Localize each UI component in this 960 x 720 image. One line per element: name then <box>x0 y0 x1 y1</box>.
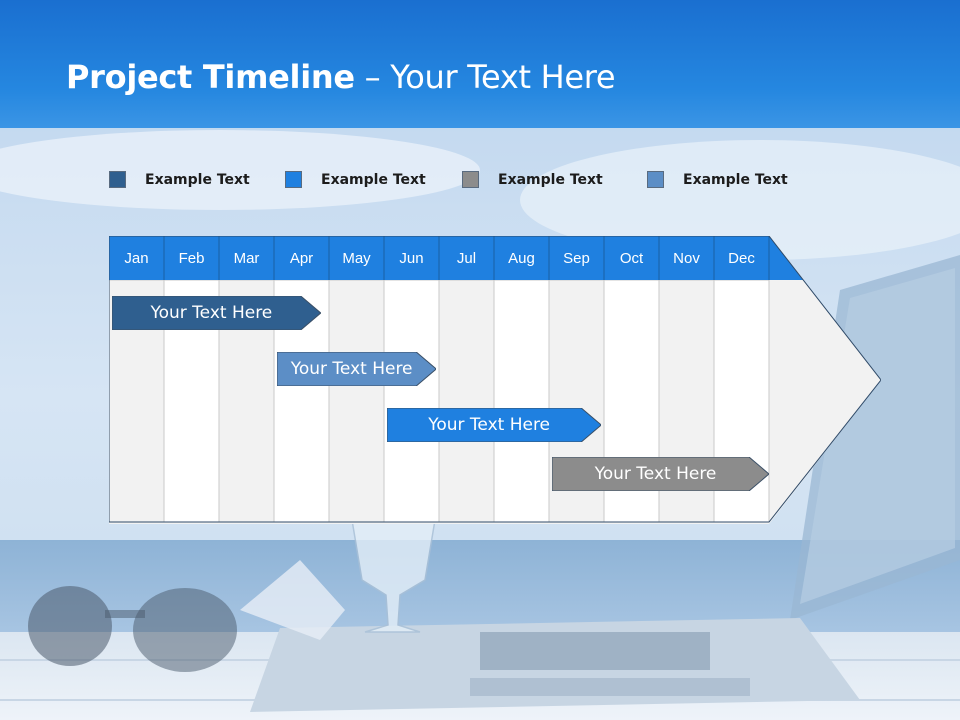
task-arrow-shape <box>112 296 321 330</box>
timeline-chart: Jan Feb Mar Apr May Jun Jul Aug Sep Oct Nov Dec You… <box>109 236 881 524</box>
month-column <box>328 279 385 523</box>
task-label: Your Text Here <box>428 415 551 435</box>
legend-label: Example Text <box>321 172 426 188</box>
task-label: Your Text Here <box>290 359 413 379</box>
task-arrow <box>387 408 602 442</box>
legend-label: Example Text <box>683 172 788 188</box>
legend-swatch <box>462 171 479 188</box>
month-label: May <box>342 250 371 267</box>
task-arrow <box>112 296 321 330</box>
task-arrow-shape <box>277 352 437 386</box>
month-label: Sep <box>563 250 590 267</box>
task-arrow-shape <box>552 457 769 491</box>
month-column <box>493 279 550 523</box>
header-bar <box>0 0 960 128</box>
task-bar: Your Text Here <box>277 352 437 386</box>
page-title: Project Timeline – Your Text Here <box>66 58 616 96</box>
timeline-outline <box>109 236 881 523</box>
month-header-band <box>109 236 803 280</box>
task-bar: Your Text Here <box>112 296 321 330</box>
month-label: Jul <box>456 250 477 267</box>
month-label: Jun <box>399 250 424 267</box>
legend-label: Example Text <box>145 172 250 188</box>
month-label: Apr <box>289 250 314 267</box>
month-label: Aug <box>508 250 535 267</box>
title-rest: – Your Text Here <box>354 58 616 96</box>
month-label: Mar <box>233 250 260 267</box>
month-label: Dec <box>728 250 755 267</box>
month-column <box>383 279 440 523</box>
legend-swatch <box>109 171 126 188</box>
month-label: Feb <box>178 250 205 267</box>
task-arrow <box>552 457 769 491</box>
legend-swatch <box>647 171 664 188</box>
legend-swatch <box>285 171 302 188</box>
task-label: Your Text Here <box>150 303 273 323</box>
task-arrow <box>277 352 437 386</box>
month-label: Oct <box>619 250 644 267</box>
task-bar: Your Text Here <box>552 457 769 491</box>
title-bold: Project Timeline <box>66 58 355 96</box>
task-arrow-shape <box>387 408 602 442</box>
month-label: Nov <box>673 250 700 267</box>
month-column <box>438 279 495 523</box>
month-label: Jan <box>124 250 149 267</box>
month-header-row: Jan Feb Mar Apr May Jun Jul Aug Sep Oct Nov Dec <box>109 236 769 280</box>
task-bar: Your Text Here <box>387 408 602 442</box>
legend-label: Example Text <box>498 172 603 188</box>
task-label: Your Text Here <box>594 464 717 484</box>
